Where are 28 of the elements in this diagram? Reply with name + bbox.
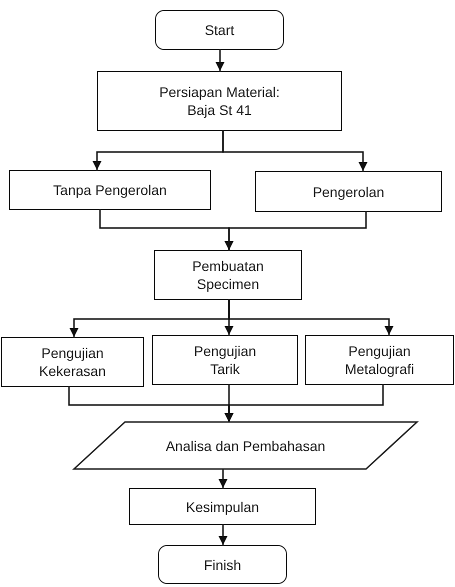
box-label: Tanpa Pengerolan [53, 181, 167, 199]
arrow [224, 212, 367, 250]
box-label: Pengujian Kekerasan [38, 344, 107, 380]
arrow [218, 469, 228, 488]
process-box [129, 488, 316, 525]
process-box [255, 171, 442, 212]
process-box [97, 71, 342, 131]
terminal-box [155, 10, 284, 50]
arrow [224, 385, 384, 422]
arrow [218, 525, 228, 545]
box-label: Pembuatan Specimen [191, 257, 265, 293]
box-label: Finish [204, 556, 242, 574]
box-label: Start [204, 21, 234, 39]
process-box [305, 335, 454, 385]
box-label: Persiapan Material: Baja St 41 [158, 83, 281, 119]
process-box [152, 335, 298, 385]
box-label: Pengujian Tarik [192, 342, 258, 378]
arrow [228, 300, 394, 335]
box-label: Pengujian Metalografi [344, 342, 416, 378]
box-label: Analisa dan Pembahasan [166, 436, 326, 454]
box-label: Pengerolan [312, 182, 384, 200]
arrow [216, 50, 224, 71]
process-box [9, 170, 211, 210]
process-box [154, 250, 302, 300]
arrow [222, 131, 368, 171]
box-label: Kesimpulan [186, 498, 260, 516]
terminal-box [158, 545, 287, 584]
process-box [1, 337, 144, 387]
